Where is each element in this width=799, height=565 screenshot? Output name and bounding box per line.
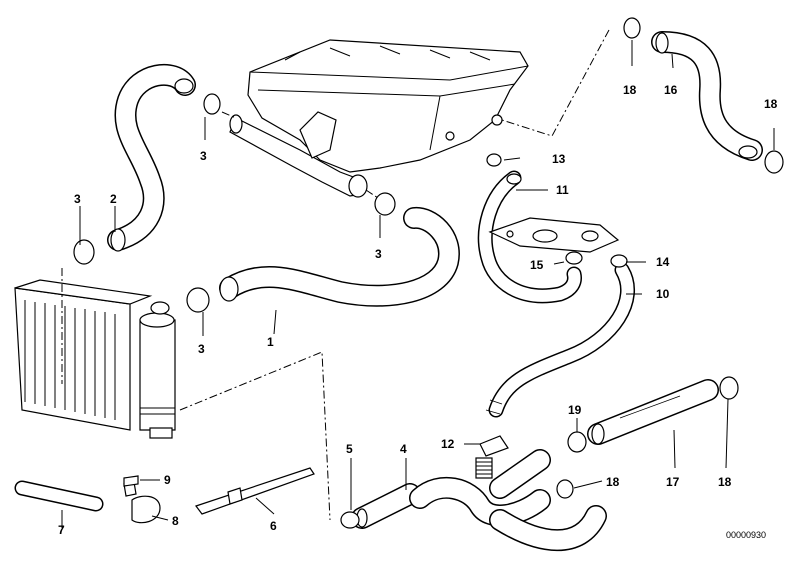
callout-3: 3 [74,192,81,206]
callout-1: 1 [267,335,274,349]
hose-16 [651,31,763,161]
hose-1 [219,206,460,307]
hose-11 [477,170,582,304]
callout-3: 3 [375,247,382,261]
callout-9: 9 [164,473,171,487]
callout-7: 7 [58,523,65,537]
callout-18: 18 [606,475,620,489]
callout-14: 14 [656,255,670,269]
leader-lines [61,40,775,528]
assembly-lines [61,29,610,521]
hose-flange [488,217,620,253]
callout-18: 18 [718,475,732,489]
callout-3: 3 [198,342,205,356]
thermostat-housing [229,39,529,198]
callout-3: 3 [200,149,207,163]
callout-18: 18 [623,83,637,97]
hose-10 [485,262,635,418]
lower-pipe-assembly [351,435,607,552]
reference-number: 00000930 [726,530,766,540]
callout-6: 6 [270,519,277,533]
hose-17 [587,379,719,445]
callout-18: 18 [764,97,778,111]
callout-19: 19 [568,403,582,417]
callout-10: 10 [656,287,670,301]
callout-13: 13 [552,152,566,166]
small-parts [14,467,315,524]
callout-4: 4 [400,442,407,456]
callout-2: 2 [110,192,117,206]
callout-5: 5 [346,442,353,456]
callout-labels: 1 2 3 3 3 3 4 5 6 7 8 9 10 11 12 13 14 1… [58,83,778,537]
radiator [14,279,176,439]
clamps [73,17,784,529]
callout-11: 11 [556,183,569,197]
callout-16: 16 [664,83,678,97]
callout-8: 8 [172,514,179,528]
hose-2 [107,63,196,252]
callout-17: 17 [666,475,680,489]
callout-15: 15 [530,258,544,272]
callout-12: 12 [441,437,455,451]
